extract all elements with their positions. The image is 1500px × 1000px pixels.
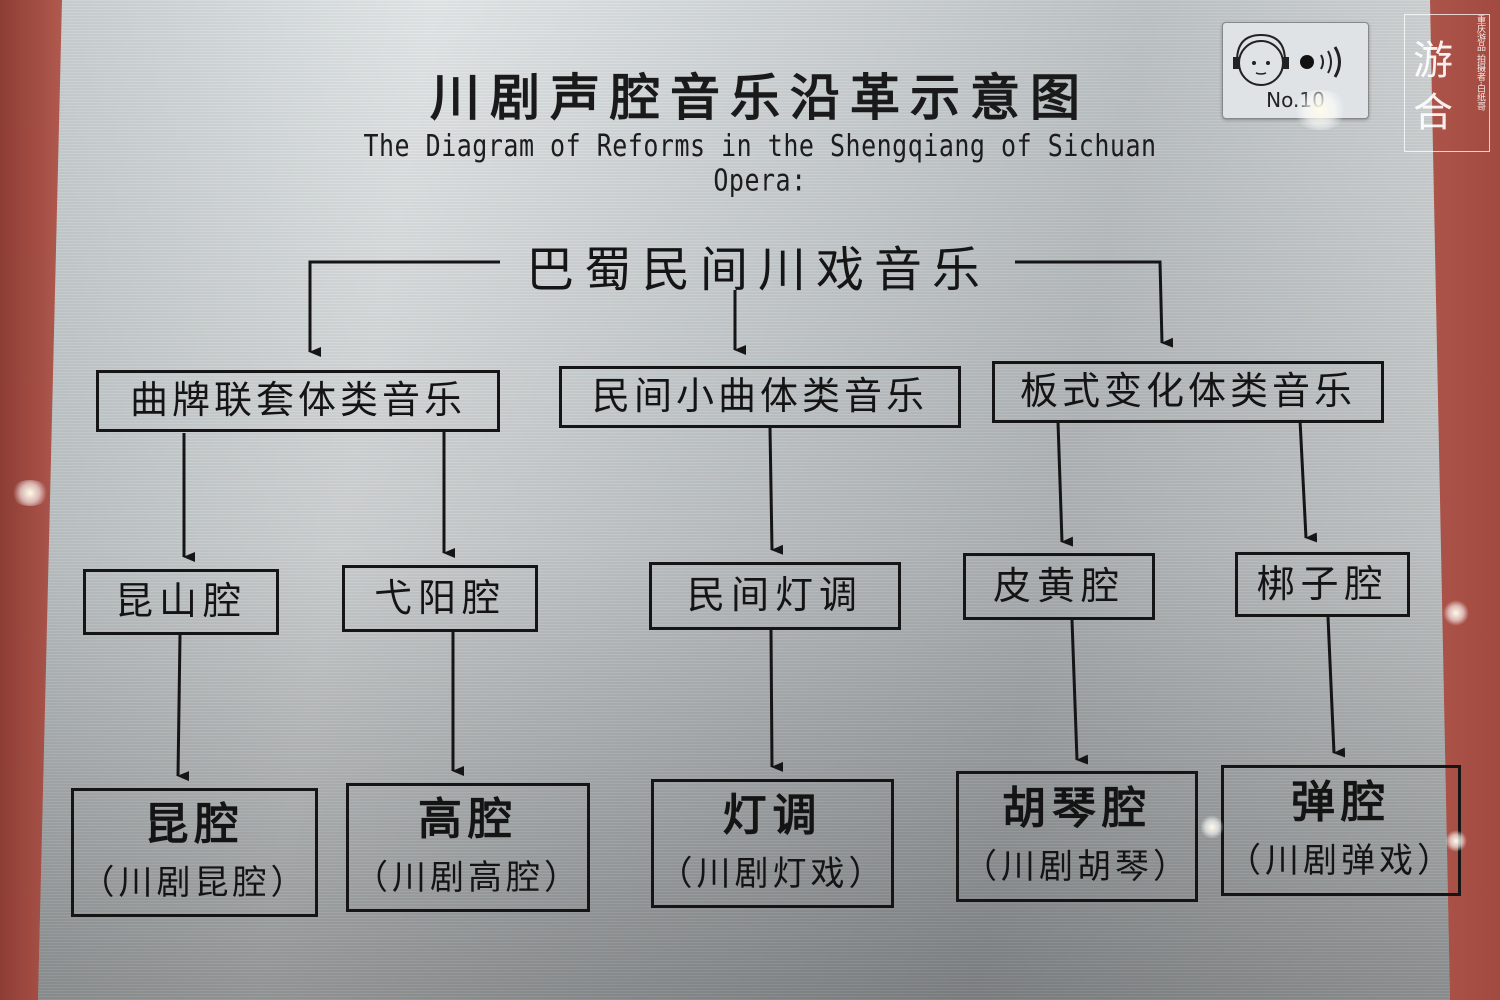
- plaque-title-english: The Diagram of Reforms in the Shengqiang…: [363, 128, 1157, 198]
- light-glare: [1200, 815, 1224, 839]
- diagram-root-node: 巴蜀民间川戏音乐: [525, 242, 990, 298]
- watermark-logo: 游合 重庆游品 拍摄者·白纸哥: [1404, 14, 1490, 152]
- node-qupai-liantao: 曲牌联套体类音乐: [96, 370, 500, 432]
- watermark-caption: 重庆游品 拍摄者·白纸哥: [1475, 15, 1485, 111]
- node-yiyang-qiang: 弋阳腔: [342, 565, 538, 632]
- light-glare: [1443, 600, 1469, 626]
- node-gaoqiang: 高腔 （川剧高腔）: [346, 783, 590, 912]
- node-minjian-dengdiao: 民间灯调: [649, 562, 901, 630]
- node-tanqiang: 弹腔 （川剧弹戏）: [1221, 765, 1461, 896]
- node-minjian-xiaoqu: 民间小曲体类音乐: [559, 366, 961, 428]
- node-banshi-bianhua: 板式变化体类音乐: [992, 361, 1384, 423]
- node-kunshan-qiang: 昆山腔: [83, 569, 279, 635]
- node-huqinqiang: 胡琴腔 （川剧胡琴）: [956, 771, 1198, 902]
- light-glare: [1445, 830, 1467, 852]
- node-bangzi-qiang: 梆子腔: [1235, 552, 1410, 617]
- watermark-main-text: 游合: [1413, 38, 1453, 136]
- node-kunqiang: 昆腔 （川剧昆腔）: [71, 788, 318, 917]
- plaque-title-chinese: 川剧声腔音乐沿革示意图: [430, 69, 1090, 127]
- headphones-audio-guide-icon: [1233, 33, 1341, 86]
- node-pihuang-qiang: 皮黄腔: [963, 553, 1155, 620]
- light-glare: [10, 480, 50, 506]
- light-glare: [1290, 90, 1350, 130]
- node-dengdiao: 灯调 （川剧灯戏）: [651, 779, 894, 908]
